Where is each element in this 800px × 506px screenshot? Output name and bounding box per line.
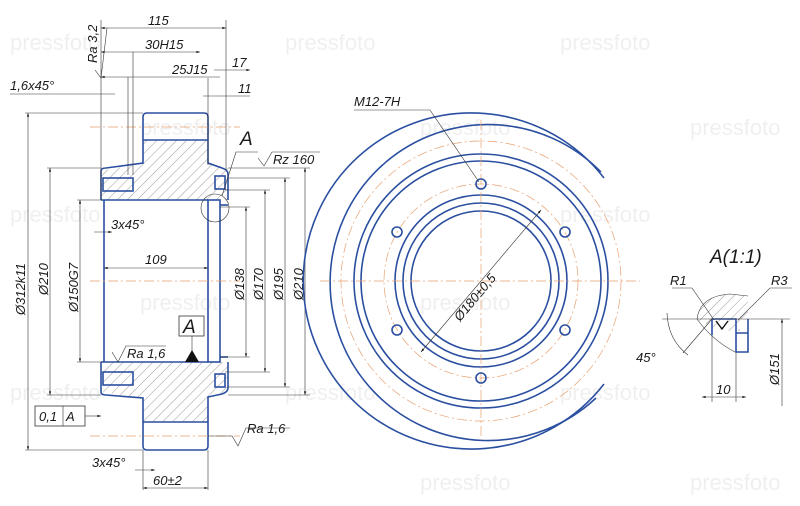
svg-text:pressfoto: pressfoto (285, 380, 376, 405)
lower-section-hatch (101, 362, 228, 422)
chamfer-1-6x45: 1,6x45° (10, 78, 54, 93)
svg-text:pressfoto: pressfoto (10, 380, 101, 405)
section-dimensions: 115 30H15 25J15 17 11 1,6x45° Ra 3,2 A R… (10, 13, 320, 490)
dia-210-right: Ø210 (291, 267, 306, 301)
svg-text:pressfoto: pressfoto (285, 30, 376, 55)
detail-view: A(1:1) R1 R3 45° 10 Ø151 (636, 247, 792, 406)
bolt-holes (391, 178, 571, 384)
dia-195: Ø195 (271, 267, 286, 301)
datum-box (178, 315, 205, 337)
dim-11: 11 (238, 81, 252, 96)
detail-a-circle (200, 193, 230, 223)
dia-312k11: Ø312k11 (13, 263, 28, 316)
section-view (90, 112, 240, 451)
detail-title: A(1:1) (709, 247, 762, 268)
dim-10: 10 (716, 382, 731, 397)
thread-m12: M12-7H (354, 94, 401, 109)
roughness-ra-3-2: Ra 3,2 (85, 24, 100, 63)
dim-30h15: 30H15 (145, 37, 184, 52)
dim-25j15: 25J15 (171, 62, 208, 77)
detail-a-label: A (239, 129, 253, 150)
dia-151: Ø151 (767, 353, 782, 386)
dia-138: Ø138 (232, 267, 247, 301)
svg-text:pressfoto: pressfoto (10, 202, 101, 227)
svg-text:pressfoto: pressfoto (690, 115, 781, 140)
tolerance-value: 0,1 (39, 409, 57, 424)
svg-text:pressfoto: pressfoto (560, 380, 651, 405)
upper-flange-outline (100, 112, 229, 200)
angle-45: 45° (636, 350, 656, 365)
dim-109: 109 (145, 252, 167, 267)
chamfer-3x45-bottom: 3x45° (92, 455, 125, 470)
svg-text:pressfoto: pressfoto (420, 470, 511, 495)
svg-text:pressfoto: pressfoto (420, 115, 511, 140)
datum-a: A (182, 317, 196, 338)
svg-text:pressfoto: pressfoto (10, 30, 101, 55)
dia-170: Ø170 (251, 267, 266, 301)
r1: R1 (670, 273, 687, 288)
tolerance-datum: A (65, 409, 75, 424)
dim-60: 60±2 (153, 473, 183, 488)
datum-triangle-icon (185, 350, 199, 362)
dia-150g7: Ø150G7 (66, 262, 81, 313)
roughness-rz-160: Rz 160 (273, 152, 315, 167)
svg-text:pressfoto: pressfoto (140, 290, 231, 315)
watermarks: pressfoto pressfoto pressfoto pressfoto … (10, 30, 781, 495)
chamfer-3x45-inner: 3x45° (111, 217, 144, 232)
svg-text:pressfoto: pressfoto (140, 115, 231, 140)
dim-17: 17 (232, 55, 247, 70)
dim-115: 115 (148, 13, 169, 28)
roughness-bottom-ra-1-6: Ra 1,6 (247, 421, 286, 436)
svg-text:pressfoto: pressfoto (560, 30, 651, 55)
svg-text:pressfoto: pressfoto (690, 470, 781, 495)
r3: R3 (771, 273, 788, 288)
roughness-bore-ra-1-6: Ra 1,6 (127, 346, 166, 361)
dia-210-left: Ø210 (36, 262, 51, 296)
lower-flange-outline (100, 362, 229, 451)
